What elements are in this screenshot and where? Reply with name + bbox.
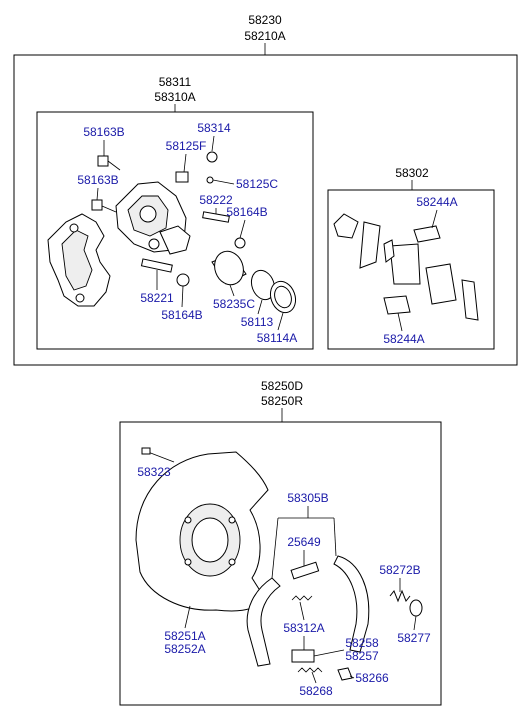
bolt-drawing bbox=[91, 151, 246, 287]
leader-line bbox=[271, 517, 279, 579]
group-code-58250R: 58250R bbox=[261, 394, 303, 408]
leader-line bbox=[431, 209, 438, 229]
pads-code-58302: 58302 bbox=[395, 166, 429, 180]
part-58244A-upper[interactable]: 58244A bbox=[416, 195, 457, 209]
leader-line bbox=[413, 615, 417, 631]
part-58305B[interactable]: 58305B bbox=[287, 491, 328, 505]
backing-plate-drawing bbox=[135, 447, 269, 612]
leader-line bbox=[212, 179, 235, 185]
group-code-58210A: 58210A bbox=[244, 29, 285, 43]
part-58163B-upper[interactable]: 58163B bbox=[83, 125, 124, 139]
leader-line bbox=[397, 312, 403, 332]
group-code-58250D: 58250D bbox=[261, 379, 303, 393]
leader-line bbox=[277, 312, 284, 331]
leader-line bbox=[181, 285, 184, 308]
part-58235C[interactable]: 58235C bbox=[213, 297, 255, 311]
leader-line bbox=[211, 135, 215, 152]
part-58114A[interactable]: 58114A bbox=[257, 331, 297, 345]
leader-line bbox=[184, 605, 191, 629]
part-58125F[interactable]: 58125F bbox=[166, 139, 207, 153]
front-caliper-frame bbox=[13, 54, 518, 366]
part-58257[interactable]: 58257 bbox=[345, 649, 379, 663]
caliper-frame bbox=[36, 111, 314, 350]
part-58268[interactable]: 58268 bbox=[299, 684, 333, 698]
brake-shoes-drawing bbox=[246, 555, 423, 681]
part-58221[interactable]: 58221 bbox=[140, 291, 174, 305]
part-58222[interactable]: 58222 bbox=[199, 193, 233, 207]
leader-line bbox=[311, 671, 317, 684]
part-58164B-upper[interactable]: 58164B bbox=[226, 205, 267, 219]
leader-line bbox=[257, 299, 263, 315]
part-58323[interactable]: 58323 bbox=[137, 465, 171, 479]
part-58125C[interactable]: 58125C bbox=[236, 177, 278, 191]
brake-pads-drawing bbox=[333, 213, 479, 321]
part-58272B[interactable]: 58272B bbox=[379, 563, 420, 577]
part-58277[interactable]: 58277 bbox=[397, 631, 431, 645]
part-58258[interactable]: 58258 bbox=[345, 636, 379, 650]
leader-line bbox=[229, 284, 235, 297]
pads-frame bbox=[327, 189, 495, 350]
caliper-bracket-drawing bbox=[47, 213, 111, 307]
part-25649[interactable]: 25649 bbox=[287, 535, 321, 549]
part-58312A[interactable]: 58312A bbox=[283, 621, 324, 635]
piston-drawing bbox=[211, 250, 297, 314]
leader-line bbox=[96, 187, 99, 201]
part-58252A[interactable]: 58252A bbox=[164, 642, 205, 656]
group-code-58230: 58230 bbox=[248, 13, 282, 27]
leader-line bbox=[349, 675, 355, 679]
part-58251A[interactable]: 58251A bbox=[164, 629, 205, 643]
rear-brake-frame bbox=[119, 421, 442, 706]
part-58163B-lower[interactable]: 58163B bbox=[77, 173, 118, 187]
leader-line bbox=[299, 601, 305, 621]
part-58244A-lower[interactable]: 58244A bbox=[383, 332, 424, 346]
caliper-code-58310A: 58310A bbox=[154, 90, 195, 104]
leader-line bbox=[239, 219, 246, 239]
part-58266[interactable]: 58266 bbox=[355, 671, 389, 685]
leader-line bbox=[313, 649, 345, 657]
part-58113[interactable]: 58113 bbox=[241, 315, 274, 329]
leader-line bbox=[183, 153, 187, 173]
caliper-body-drawing bbox=[115, 181, 191, 255]
leader-line bbox=[333, 517, 337, 557]
part-58314[interactable]: 58314 bbox=[197, 121, 231, 135]
caliper-code-58311: 58311 bbox=[159, 75, 192, 89]
part-58164B-lower[interactable]: 58164B bbox=[161, 308, 202, 322]
